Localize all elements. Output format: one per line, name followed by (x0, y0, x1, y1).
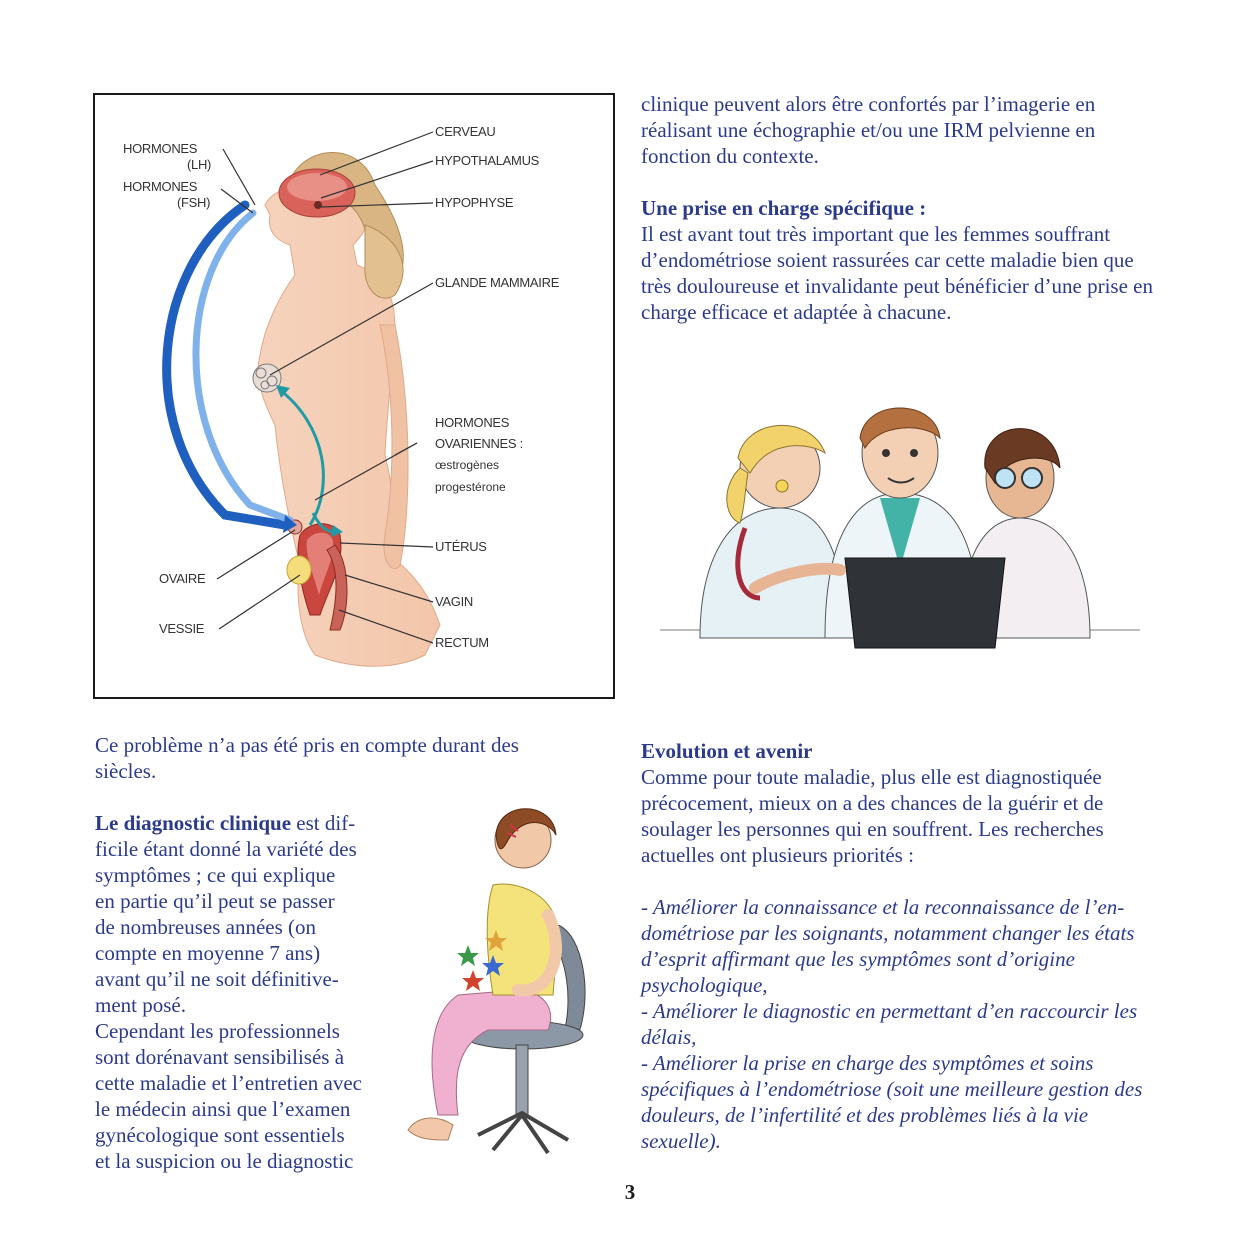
label-hypophyse: HYPOPHYSE (435, 195, 514, 210)
diagnosis-line: ment posé. (95, 993, 186, 1017)
label-glande-mammaire: GLANDE MAMMAIRE (435, 275, 560, 290)
label-oestrogenes: œstrogènes (435, 458, 499, 472)
label-ovaire: OVAIRE (159, 571, 206, 586)
diagnosis-line: symptômes ; ce qui explique (95, 863, 336, 887)
diagnosis-line: le médecin ainsi que l’examen (95, 1097, 351, 1121)
label-uterus: UTÉRUS (435, 539, 487, 554)
diagnosis-line: ficile étant donné la variété des (95, 837, 357, 861)
diagnosis-line: de nombreuses années (on (95, 915, 317, 939)
label-rectum: RECTUM (435, 635, 489, 650)
label-hormones-fsh-1: HORMONES (123, 179, 198, 194)
specific-care-heading: Une prise en charge spécifique : (641, 196, 927, 220)
diagnosis-line: compte en moyenne 7 ans) (95, 941, 321, 965)
label-hormones-lh-2: (LH) (187, 157, 211, 172)
doctors-illustration (660, 398, 1140, 658)
diagnosis-line: Cependant les professionnels (95, 1019, 340, 1043)
pelvic-organs (286, 519, 348, 631)
mammary-gland (252, 363, 282, 393)
label-hormones-ovariennes-1: HORMONES (435, 415, 510, 430)
diagnosis-line: en partie qu’il peut se passer (95, 889, 335, 913)
diagnosis-paragraph: Le diagnostic clinique est dif- (95, 810, 575, 836)
evolution-heading: Evolution et avenir (641, 739, 813, 763)
evolution-paragraph: Comme pour toute maladie, plus elle est … (641, 765, 1104, 867)
hormone-diagram: HORMONES (LH) HORMONES (FSH) CERVEAU HYP… (93, 93, 615, 699)
fsh-arc (192, 209, 294, 524)
hormone-diagram-illustration: HORMONES (LH) HORMONES (FSH) CERVEAU HYP… (123, 124, 560, 667)
patient-illustration (398, 795, 618, 1155)
priority-item: - Améliorer le diagnostic en permettant … (641, 999, 1138, 1049)
label-hormones-lh-1: HORMONES (123, 141, 198, 156)
diagnosis-line: est dif- (291, 811, 356, 835)
label-progesterone: progestérone (435, 480, 506, 494)
label-vagin: VAGIN (435, 594, 473, 609)
priority-item: - Améliorer la prise en charge des sympt… (641, 1051, 1143, 1153)
body-silhouette (257, 159, 441, 667)
ovarian-arc (279, 388, 325, 526)
right-bottom-text: Evolution et avenir Comme pour toute mal… (641, 738, 1171, 1154)
label-cerveau: CERVEAU (435, 124, 496, 139)
label-vessie: VESSIE (159, 621, 205, 636)
lh-arc (162, 200, 290, 530)
right-top-text: clinique peuvent alors être confortés pa… (641, 91, 1161, 325)
diagnosis-line: gynécologique sont essentiels (95, 1123, 345, 1147)
imaging-paragraph: clinique peuvent alors être confortés pa… (641, 92, 1096, 168)
left-bottom-text: Ce problème n’a pas été pris en compte d… (95, 732, 575, 1174)
label-hormones-ovariennes-2: OVARIENNES : (435, 436, 523, 451)
specific-care-paragraph: Il est avant tout très important que les… (641, 222, 1153, 324)
priority-item: - Améliorer la connaissance et la reconn… (641, 895, 1135, 997)
label-hormones-fsh-2: (FSH) (177, 195, 210, 210)
diagnosis-line: cette maladie et l’entretien avec (95, 1071, 363, 1095)
history-paragraph: Ce problème n’a pas été pris en compte d… (95, 733, 519, 783)
diagnosis-lead: Le diagnostic clinique (95, 811, 292, 835)
diagnosis-line: avant qu’il ne soit définitive- (95, 967, 339, 991)
label-hypothalamus: HYPOTHALAMUS (435, 153, 540, 168)
diagnosis-line: sont dorénavant sensibilisés à (95, 1045, 345, 1069)
page-number: 3 (624, 1180, 636, 1204)
diagnosis-line: et la suspicion ou le diagnostic (95, 1149, 354, 1173)
